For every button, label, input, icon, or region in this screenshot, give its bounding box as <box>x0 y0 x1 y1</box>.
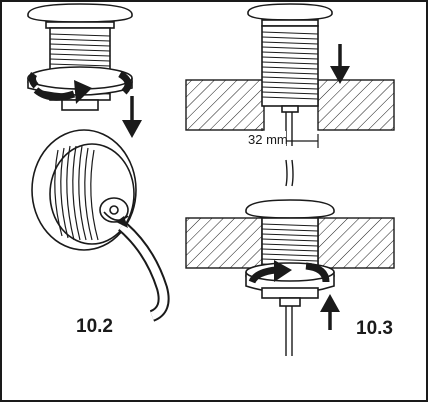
counter-bottom-slab <box>185 217 395 269</box>
step-label-right: 10.3 <box>356 318 393 339</box>
arrow-down-icon <box>330 44 350 84</box>
arrow-down-icon <box>122 96 142 138</box>
rotate-arrow-icon <box>33 87 76 101</box>
counter-top-slab <box>185 79 395 131</box>
rotate-arrow-head <box>274 260 292 282</box>
waste-fitting-top-right <box>247 3 333 113</box>
step-label-left: 10.2 <box>76 316 113 337</box>
hose-line <box>285 306 293 356</box>
rotate-arrow-icon <box>28 72 39 89</box>
waste-fitting-installed <box>245 199 335 307</box>
rotate-arrow-icon <box>305 262 330 283</box>
dimension-label: 32 mm <box>248 132 288 147</box>
hose-line <box>285 159 294 187</box>
hose-connection-closeup <box>31 129 170 322</box>
arrow-up-icon <box>320 294 340 330</box>
rotate-arrow-icon <box>118 70 132 95</box>
rotate-arrow-head <box>74 80 92 104</box>
rotate-arrow-icon <box>248 266 277 284</box>
